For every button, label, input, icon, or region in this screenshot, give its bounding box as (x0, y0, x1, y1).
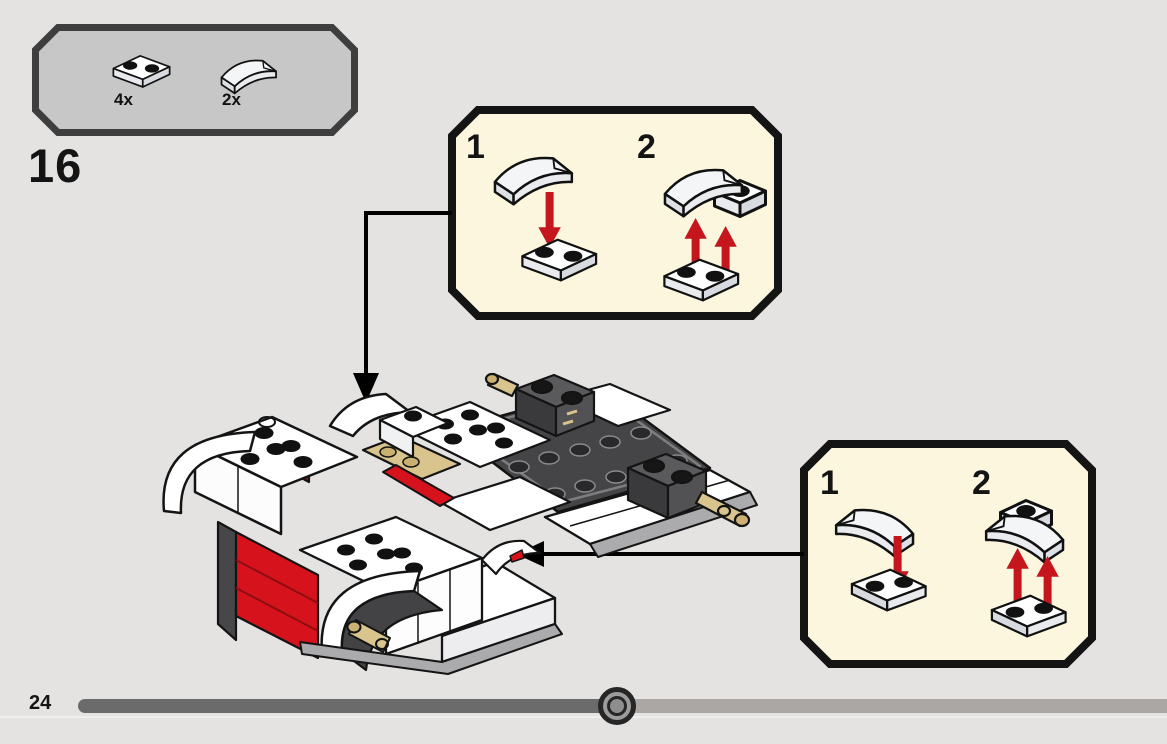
curved-slope-on-model (328, 392, 450, 459)
wheel-mount-brick (484, 372, 596, 438)
car-chassis-illustration (162, 372, 758, 675)
page-number: 24 (29, 692, 52, 714)
wheel-mount-brick (626, 452, 751, 528)
front-body-block (193, 415, 359, 536)
callout-frame (32, 24, 358, 136)
front-right-wheel-arch (320, 569, 444, 672)
substep-label-2: 2 (972, 464, 991, 502)
substep-label-2: 2 (637, 128, 656, 166)
front-left-wheel-arch (162, 430, 257, 515)
substep-label-1: 1 (466, 128, 485, 166)
chassis-sill (299, 623, 563, 675)
red-side-panel (234, 530, 320, 660)
curved-slope-on-model (480, 539, 542, 576)
progress-bar-done[interactable] (78, 699, 617, 713)
step-number: 16 (28, 139, 83, 192)
progress-bar-remaining[interactable] (617, 699, 1167, 713)
substep-label-1: 1 (820, 464, 839, 502)
footer-divider (0, 716, 1167, 718)
parts-callout-box: 4x 2x (32, 24, 358, 136)
left-side-face (216, 520, 238, 642)
part-quantity: 4x (114, 90, 133, 109)
substep-box-top: 1 2 (448, 106, 782, 320)
red-stripe (382, 464, 455, 507)
stud-ring-icon (607, 696, 627, 716)
progress-knob-stud-icon[interactable] (598, 687, 636, 725)
center-white-plate (438, 475, 572, 532)
guide-arrow-top-icon (353, 211, 452, 403)
substep-box-right: 1 2 (800, 440, 1096, 668)
part-quantity: 2x (222, 90, 241, 109)
